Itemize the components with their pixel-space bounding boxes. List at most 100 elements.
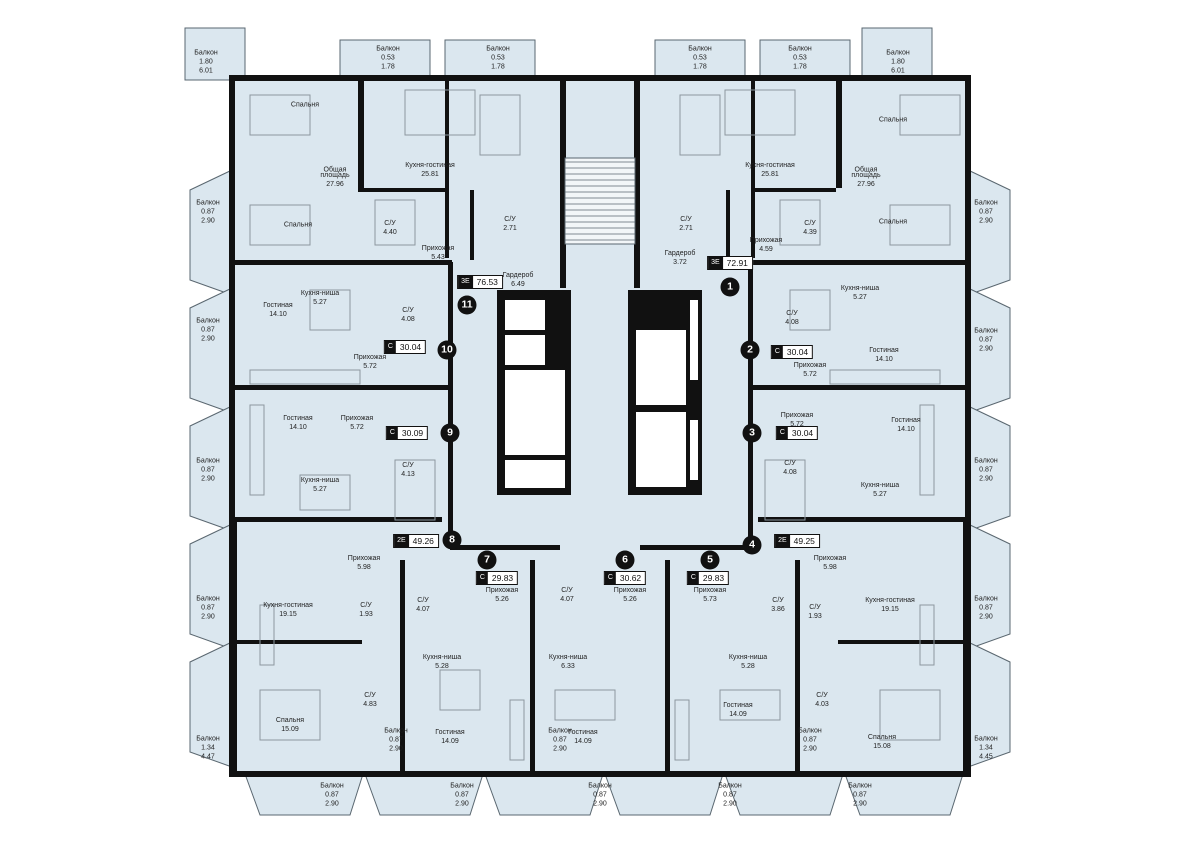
balcony-l2: 2.90 — [201, 475, 215, 483]
balcony-title: Балкон — [450, 782, 474, 790]
room-area: 4.39 — [803, 229, 817, 236]
room-area: 4.07 — [560, 596, 574, 603]
room-area: 19.15 — [881, 606, 899, 613]
room-name: Прихожая — [613, 587, 647, 594]
room-area: 25.81 — [761, 171, 779, 178]
balcony-l1: 0.87 — [455, 791, 469, 799]
balcony-l1: 0.87 — [325, 791, 339, 799]
apartment-area: 72.91 — [726, 258, 748, 268]
room-name: Гостиная — [568, 729, 598, 736]
furniture-25 — [674, 699, 690, 761]
room-name: С/У — [804, 220, 816, 227]
balcony-l1: 0.87 — [201, 326, 215, 334]
apartment-area: 49.25 — [793, 536, 815, 546]
room-area: 5.28 — [435, 663, 449, 670]
room-name: Прихожая — [353, 354, 387, 361]
apartment-number-badge[interactable]: 5 — [700, 550, 720, 570]
apartment-number-badge[interactable]: 10 — [437, 340, 457, 360]
room-name: Прихожая — [340, 415, 374, 422]
apartment-number-badge[interactable]: 9 — [440, 423, 460, 443]
balcony-l1: 0.53 — [793, 54, 807, 62]
furniture-12 — [299, 474, 351, 511]
room-name: С/У — [402, 462, 414, 469]
room-area: 5.43 — [431, 254, 445, 261]
room-area: 5.72 — [803, 371, 817, 378]
apartment-type: С — [386, 427, 398, 439]
room-name: Кухня-гостиная — [745, 162, 795, 169]
balcony-title: Балкон — [798, 727, 822, 735]
furniture-19 — [719, 689, 781, 721]
apartment-number-badge[interactable]: 3 — [742, 423, 762, 443]
room-name: Кухня-гостиная — [405, 162, 455, 169]
wall-21 — [795, 560, 800, 774]
room-name: Спальня — [878, 116, 908, 124]
wall-0 — [232, 260, 452, 265]
room-area: 6.33 — [561, 663, 575, 670]
furniture-14 — [919, 404, 935, 496]
room-area: 14.10 — [875, 356, 893, 363]
room-area: 27.96 — [326, 181, 344, 188]
wall-11 — [836, 78, 842, 188]
apartment-number-badge[interactable]: 7 — [477, 550, 497, 570]
furniture-10 — [249, 369, 361, 385]
room-label: Спальня — [879, 218, 907, 227]
room-name: Прихожая — [749, 237, 783, 244]
balcony-l2: 2.90 — [593, 800, 607, 808]
apartment-number-badge[interactable]: 4 — [742, 535, 762, 555]
balcony-l2: 2.90 — [979, 475, 993, 483]
apartment-number-badge[interactable]: 1 — [720, 277, 740, 297]
room-name: Прихожая — [780, 412, 814, 419]
wall-16 — [358, 188, 448, 192]
room-name: Гостиная — [263, 302, 293, 309]
furniture-8 — [889, 204, 951, 246]
balcony-title: Балкон — [196, 199, 220, 207]
balcony-title: Балкон — [196, 735, 220, 743]
apartment-number-badge[interactable]: 2 — [740, 340, 760, 360]
balcony-l2: 1.78 — [793, 63, 807, 71]
wall-9 — [640, 545, 750, 550]
apartment-number-badge[interactable]: 11 — [457, 295, 477, 315]
apartment-area: 76.53 — [476, 277, 498, 287]
room-name: Прихожая — [347, 555, 381, 562]
balcony-l2: 2.90 — [455, 800, 469, 808]
room-name: Гостиная — [891, 417, 921, 424]
apartment-number-badge[interactable]: 8 — [442, 530, 462, 550]
room-area: 5.72 — [350, 424, 364, 431]
room-name: С/У — [816, 692, 828, 699]
room-area: 5.98 — [823, 564, 837, 571]
room-name: Кухня-ниша — [840, 285, 880, 292]
room-label: Спальня — [291, 101, 319, 110]
balcony-l2: 2.90 — [979, 345, 993, 353]
apartment-number-badge[interactable]: 6 — [615, 550, 635, 570]
wall-1 — [748, 260, 968, 265]
room-area: 4.08 — [785, 319, 799, 326]
balcony-title: Балкон — [848, 782, 872, 790]
